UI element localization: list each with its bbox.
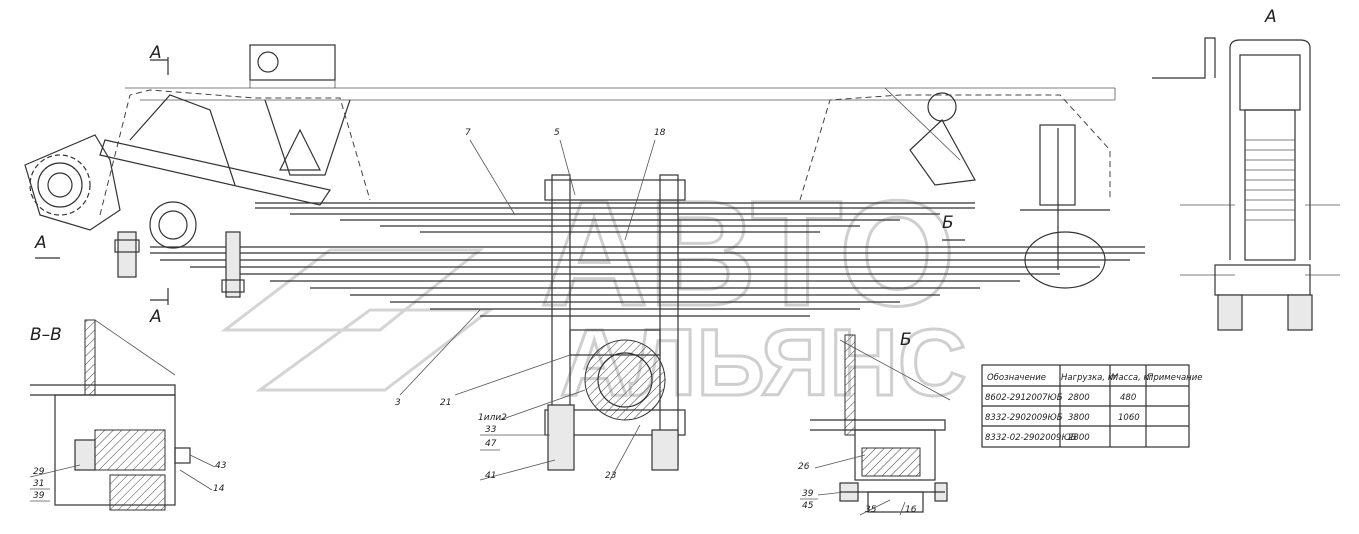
- view-a-right-label: А: [1264, 7, 1277, 27]
- section-vv: В–В: [30, 319, 191, 511]
- left-bracket: [24, 44, 351, 298]
- callout-1or2: 1или2: [478, 413, 507, 423]
- view-b-detail: Б: [810, 330, 951, 513]
- callout-35: 35: [865, 505, 877, 515]
- view-a-detail: А: [1152, 7, 1340, 331]
- table-cell: 3800: [1068, 413, 1090, 423]
- table-cell: 2800: [1068, 393, 1090, 403]
- callout-45: 45: [802, 501, 814, 511]
- callout-33: 33: [485, 425, 497, 435]
- table-cell: 1060: [1118, 413, 1140, 423]
- callouts: 7 5 18 3 21 1или2 33 47 41 23 29 31 39 4…: [29, 128, 917, 516]
- callout-16: 16: [905, 505, 917, 515]
- section-marks: А А А Б: [34, 43, 965, 327]
- table-header-load: Нагрузка, кг: [1061, 373, 1118, 383]
- callout-41: 41: [485, 471, 496, 481]
- section-a-bottom-label: А: [149, 307, 162, 327]
- callout-23: 23: [605, 471, 617, 481]
- view-a-left-label: А: [34, 233, 47, 253]
- table-header-mass: Масса, кг: [1111, 373, 1154, 383]
- center-clamp: [544, 174, 686, 471]
- callout-39a: 39: [33, 491, 45, 501]
- callout-47: 47: [485, 439, 497, 449]
- table-header-note: Примечание: [1147, 373, 1203, 383]
- callout-21: 21: [440, 398, 451, 408]
- callout-3: 3: [395, 398, 401, 408]
- callout-43: 43: [215, 461, 227, 471]
- callout-39b: 39: [802, 489, 814, 499]
- view-b-top-label: Б: [942, 213, 954, 233]
- callout-5: 5: [554, 128, 560, 138]
- table-cell: 8332-02-2902009ЮБ: [985, 433, 1077, 443]
- callout-29: 29: [33, 467, 45, 477]
- view-b-bottom-label: Б: [900, 330, 912, 350]
- section-vv-label: В–В: [30, 325, 62, 345]
- table-header-designation: Обозначение: [987, 373, 1046, 383]
- callout-18: 18: [654, 128, 666, 138]
- right-bracket: [884, 87, 1110, 289]
- table-cell: 2800: [1068, 433, 1090, 443]
- table-cell: 8332-2902009ЮБ: [985, 413, 1063, 423]
- callout-26: 26: [798, 462, 810, 472]
- callout-14: 14: [213, 484, 225, 494]
- leaf-spring-assembly: [99, 87, 1145, 317]
- section-a-top-label: А: [149, 43, 162, 63]
- callout-7: 7: [465, 128, 471, 138]
- spec-table: Обозначение Нагрузка, кг Масса, кг Приме…: [981, 364, 1203, 448]
- table-cell: 8602-2912007ЮБ: [985, 393, 1063, 403]
- table-cell: 480: [1120, 393, 1136, 403]
- callout-31: 31: [33, 479, 44, 489]
